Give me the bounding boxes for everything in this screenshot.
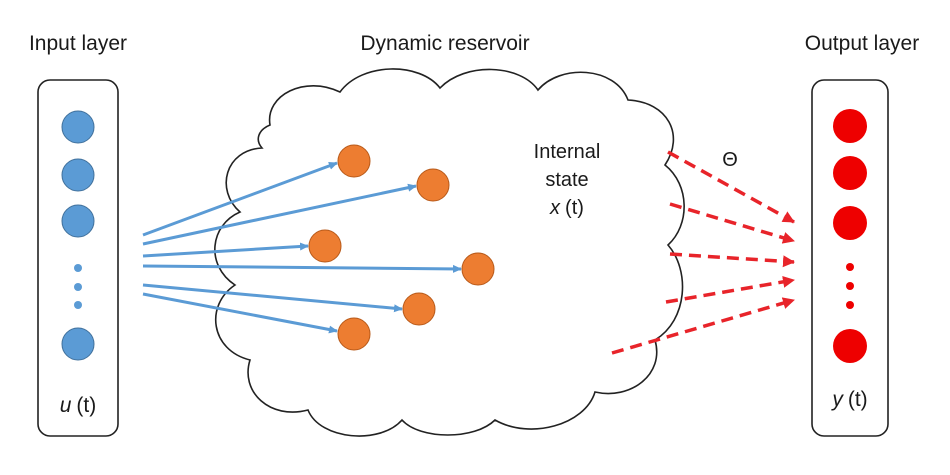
internal-state-line2: state — [545, 169, 588, 191]
output-node — [833, 329, 867, 363]
input-arrow — [142, 283, 403, 313]
readout-arrow — [665, 275, 795, 304]
output-ellipsis-dot — [846, 301, 854, 309]
input-node — [61, 110, 95, 144]
input-ellipsis-dot — [74, 283, 82, 291]
output-layer-title: Output layer — [805, 32, 919, 55]
input-arrow — [142, 242, 309, 258]
reservoir-node — [461, 252, 495, 286]
input-arrow — [142, 161, 338, 237]
reservoir-node — [337, 144, 371, 178]
output-signal-label: y(t) — [830, 388, 867, 411]
readout-arrow — [667, 150, 795, 224]
input-node — [61, 158, 95, 192]
input-layer-box — [37, 79, 119, 437]
input-node — [61, 327, 95, 361]
input-node — [61, 204, 95, 238]
reservoir-node — [416, 168, 450, 202]
input-ellipsis-dot — [74, 264, 82, 272]
reservoir-title: Dynamic reservoir — [360, 32, 529, 55]
reservoir-node — [308, 229, 342, 263]
internal-state-var: x(t) — [549, 197, 584, 219]
internal-state-line1: Internal — [534, 141, 601, 163]
readout-arrow — [669, 252, 795, 268]
input-ellipsis-dot — [74, 301, 82, 309]
output-ellipsis-dot — [846, 282, 854, 290]
reservoir-node — [402, 292, 436, 326]
input-layer-title: Input layer — [29, 32, 127, 55]
readout-arrow — [669, 202, 795, 244]
input-arrow — [142, 183, 417, 246]
input-connections — [142, 161, 462, 334]
output-ellipsis-dot — [846, 263, 854, 271]
readout-connections — [611, 150, 795, 355]
output-node — [833, 206, 867, 240]
reservoir-cloud — [214, 68, 685, 437]
output-node — [833, 109, 867, 143]
readout-weights-symbol: Θ — [722, 149, 738, 171]
input-arrow — [142, 292, 338, 334]
input-signal-label: u(t) — [60, 394, 97, 417]
reservoir-node — [337, 317, 371, 351]
output-node — [833, 156, 867, 190]
output-layer-box — [811, 79, 889, 437]
input-arrow — [142, 264, 462, 273]
readout-arrow — [611, 297, 795, 355]
